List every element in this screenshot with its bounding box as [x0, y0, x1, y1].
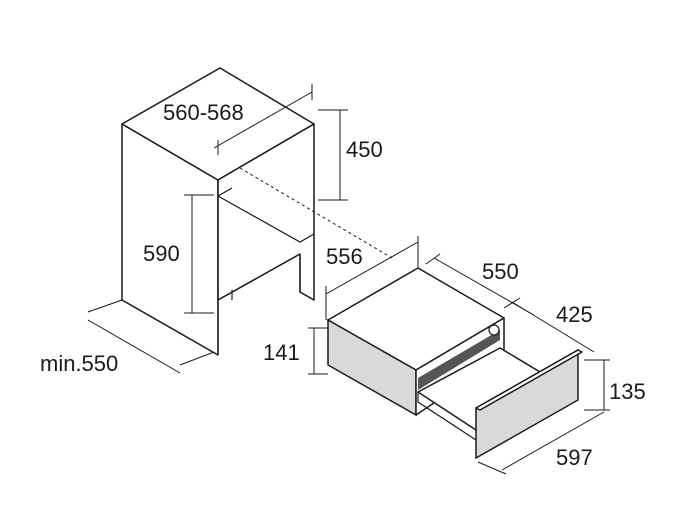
cabinet	[121, 67, 315, 356]
drawer-unit	[327, 267, 583, 460]
label-niche-opening-height: 590	[143, 241, 180, 266]
drawer-opening-shadow	[418, 330, 500, 390]
label-drawer-inner-depth: 425	[556, 302, 593, 327]
label-niche-min-depth: min.550	[40, 351, 119, 376]
label-drawer-width-body: 556	[326, 244, 363, 269]
dimension-lines	[87, 84, 610, 475]
label-drawer-height: 141	[263, 340, 300, 365]
label-front-width: 597	[556, 445, 593, 470]
drawer-front-edge	[475, 349, 583, 411]
label-niche-width: 560-568	[163, 100, 244, 125]
label-front-height: 135	[609, 379, 646, 404]
label-drawer-depth: 550	[482, 259, 519, 284]
label-niche-top-height: 450	[346, 137, 383, 162]
control-knob-icon	[488, 324, 500, 336]
cabinet-shelf	[217, 195, 315, 243]
